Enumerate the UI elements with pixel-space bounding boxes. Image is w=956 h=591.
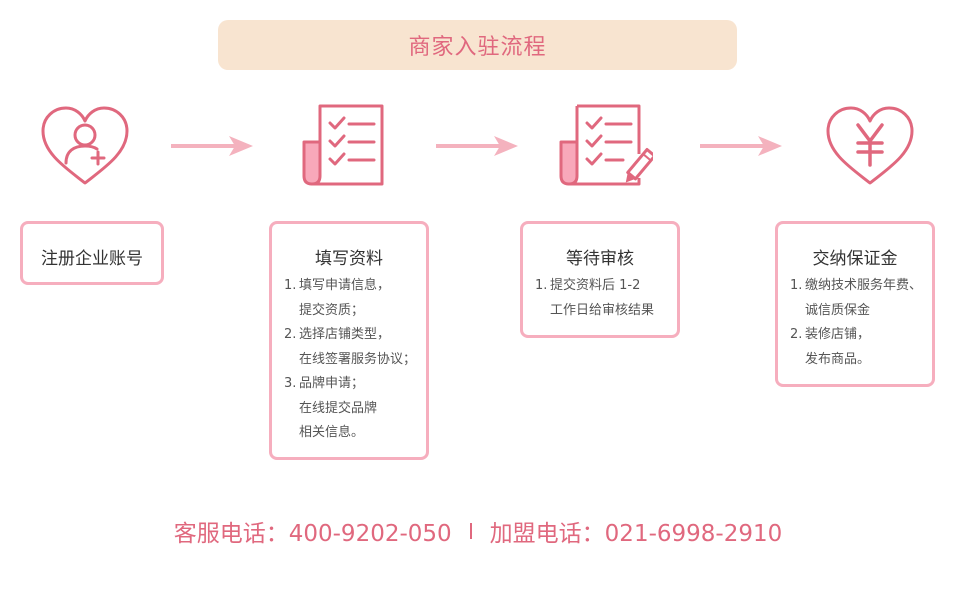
- arrow-right-icon: [436, 136, 518, 156]
- contact-bar: 客服电话：400-9202-050 加盟电话：021-6998-2910: [0, 514, 956, 548]
- arrow-right-icon: [171, 136, 253, 156]
- list-item: 1.提交资料后 1-2: [535, 278, 641, 293]
- checklist-document-icon: [302, 104, 384, 186]
- list-item: 相关信息。: [299, 425, 365, 440]
- list-item: 2.选择店铺类型，: [284, 327, 391, 342]
- step-title: 交纳保证金: [812, 249, 898, 269]
- heart-user-add-icon: [41, 106, 129, 185]
- join-phone: 加盟电话：021-6998-2910: [489, 521, 783, 547]
- step-box-register: 注册企业账号: [20, 221, 164, 285]
- step-box-deposit: 交纳保证金 1.缴纳技术服务年费、 诚信质保金 2.装修店铺， 发布商品。: [775, 221, 935, 387]
- list-item: 在线签署服务协议；: [299, 351, 417, 367]
- list-item: 工作日给审核结果: [550, 302, 655, 318]
- step-box-fill-info: 填写资料 1.填写申请信息， 提交资质； 2.选择店铺类型， 在线签署服务协议；…: [269, 221, 429, 460]
- step-details: 1.缴纳技术服务年费、 诚信质保金 2.装修店铺， 发布商品。: [790, 274, 922, 372]
- list-item: 1.填写申请信息，: [284, 278, 391, 293]
- heart-yen-icon: [826, 106, 914, 185]
- list-item: 1.缴纳技术服务年费、: [790, 278, 923, 293]
- step-title: 等待审核: [566, 249, 634, 269]
- step-title: 注册企业账号: [41, 249, 143, 269]
- arrow-right-icon: [700, 136, 782, 156]
- list-item: 发布商品。: [805, 351, 871, 367]
- step-title: 填写资料: [315, 249, 383, 269]
- list-item: 2.装修店铺，: [790, 327, 871, 342]
- step-box-review: 等待审核 1.提交资料后 1-2 工作日给审核结果: [520, 221, 680, 338]
- step-details: 1.填写申请信息， 提交资质； 2.选择店铺类型， 在线签署服务协议； 3.品牌…: [284, 274, 416, 446]
- list-item: 提交资质；: [299, 302, 365, 318]
- divider: [469, 523, 472, 539]
- service-phone: 客服电话：400-9202-050: [173, 521, 452, 547]
- list-item: 诚信质保金: [805, 302, 871, 318]
- step-details: 1.提交资料后 1-2 工作日给审核结果: [535, 274, 654, 323]
- page-title: 商家入驻流程: [218, 20, 737, 70]
- checklist-document-pen-icon: [559, 104, 653, 186]
- list-item: 3.品牌申请；: [284, 376, 365, 391]
- list-item: 在线提交品牌: [299, 400, 378, 416]
